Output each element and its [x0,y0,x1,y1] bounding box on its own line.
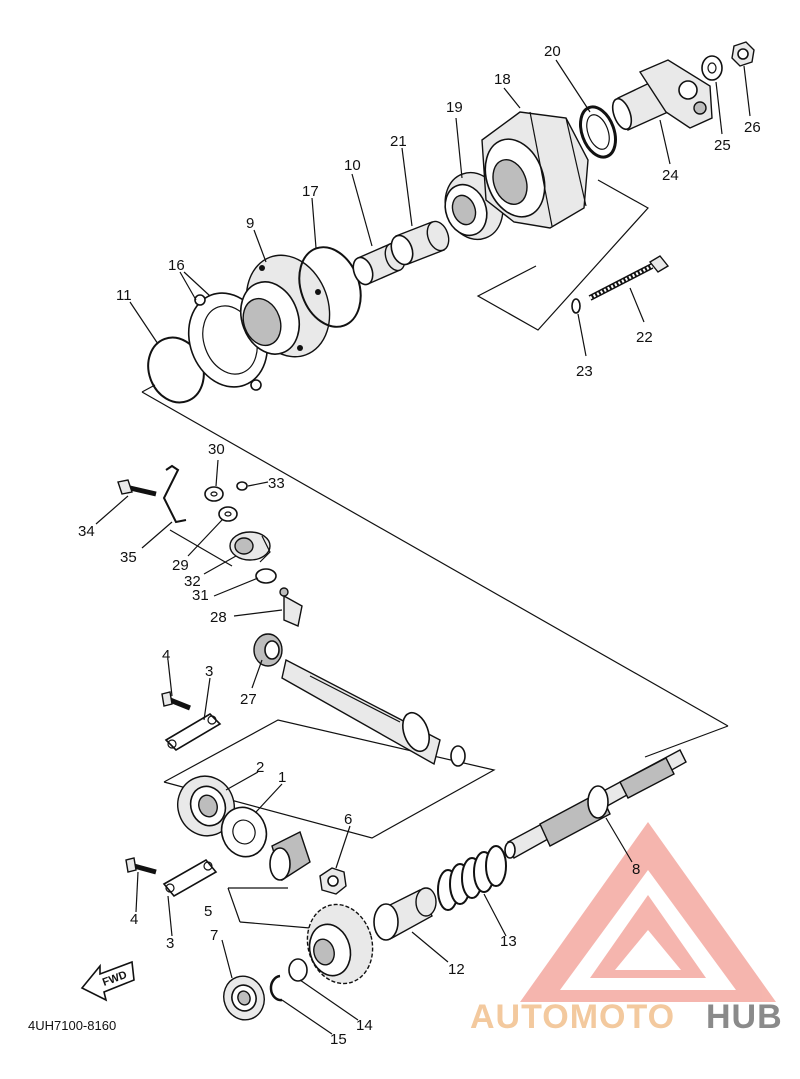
watermark-part1: AUTOMOTO [470,998,675,1036]
label-23: 23 [576,363,593,380]
label-34: 34 [78,523,95,540]
label-5: 5 [204,903,212,920]
label-16: 16 [168,257,185,274]
fwd-arrow-icon: FWD [80,960,135,1002]
part-3-plate-upper [164,712,222,752]
part-7-bearing [223,975,265,1021]
part-23-washer [571,298,581,314]
part-3-plate-lower [162,858,218,898]
label-9: 9 [246,215,254,232]
part-15-circlip [269,974,283,1002]
part-14-washer [288,958,308,982]
part-9-housing [240,254,331,358]
label-17: 17 [302,183,319,200]
label-11: 11 [116,287,132,304]
part-13-spring [437,845,507,911]
part-30-washer [204,486,224,502]
label-32: 32 [184,573,201,590]
watermark-text: AUTOMOTO HUB [470,998,783,1036]
part-2-bearing [177,775,235,837]
label-3-upper: 3 [205,663,213,680]
leader-lines [95,59,751,1035]
part-12-dog-clutch [373,887,437,941]
part-labels: 1 2 3 3 4 4 5 6 7 8 9 10 11 12 13 14 15 … [78,43,761,1048]
label-18: 18 [494,71,511,88]
label-7: 7 [210,927,218,944]
part-4-bolt-lower [125,857,157,875]
part-6-nut [319,867,347,895]
label-19: 19 [446,99,463,116]
label-27: 27 [240,691,257,708]
part-27-gear [253,633,283,667]
part-34-bolt [117,479,157,497]
part-1-shim [220,806,268,858]
label-15: 15 [330,1031,347,1048]
label-31: 31 [192,587,209,604]
drawing-code: 4UH7100-8160 [28,1018,116,1033]
label-25: 25 [714,137,731,154]
part-32-gear-housing [229,531,271,563]
part-29-washer [218,506,238,522]
label-20: 20 [544,43,561,60]
part-24-yoke [611,59,713,131]
part-35-bracket [162,464,187,524]
part-21-bushing [390,220,450,266]
label-1: 1 [278,769,286,786]
label-13: 13 [500,933,517,950]
assembly-lines [141,179,729,929]
label-10: 10 [344,157,361,174]
label-14: 14 [356,1017,373,1034]
label-21: 21 [390,133,407,150]
watermark-part2: HUB [706,998,783,1036]
label-2: 2 [256,759,264,776]
label-30: 30 [208,441,225,458]
label-33: 33 [268,475,285,492]
label-6: 6 [344,811,352,828]
label-3-lower: 3 [166,935,174,952]
part-8-main-shaft [504,749,687,860]
part-26-nut [731,41,755,67]
part-5-ring-gear [306,903,374,985]
label-28: 28 [210,609,227,626]
label-12: 12 [448,961,465,978]
label-24: 24 [662,167,679,184]
part-18-case [481,111,589,229]
watermark-logo-icon [520,822,776,1002]
label-22: 22 [636,329,653,346]
driven-shaft [281,658,466,767]
part-31-washer [255,568,277,584]
label-4-upper: 4 [162,647,170,664]
label-26: 26 [744,119,761,136]
label-29: 29 [172,557,189,574]
label-8: 8 [632,861,640,878]
part-20-oil-seal [579,105,617,159]
part-28-pinion [279,587,303,627]
part-5-pinion-gear [269,831,311,882]
label-35: 35 [120,549,137,566]
part-22-bolt [588,255,670,301]
part-33-screw [236,481,248,491]
part-25-washer [701,55,723,81]
part-4-bolt-upper [161,691,191,711]
label-4-lower: 4 [130,911,138,928]
